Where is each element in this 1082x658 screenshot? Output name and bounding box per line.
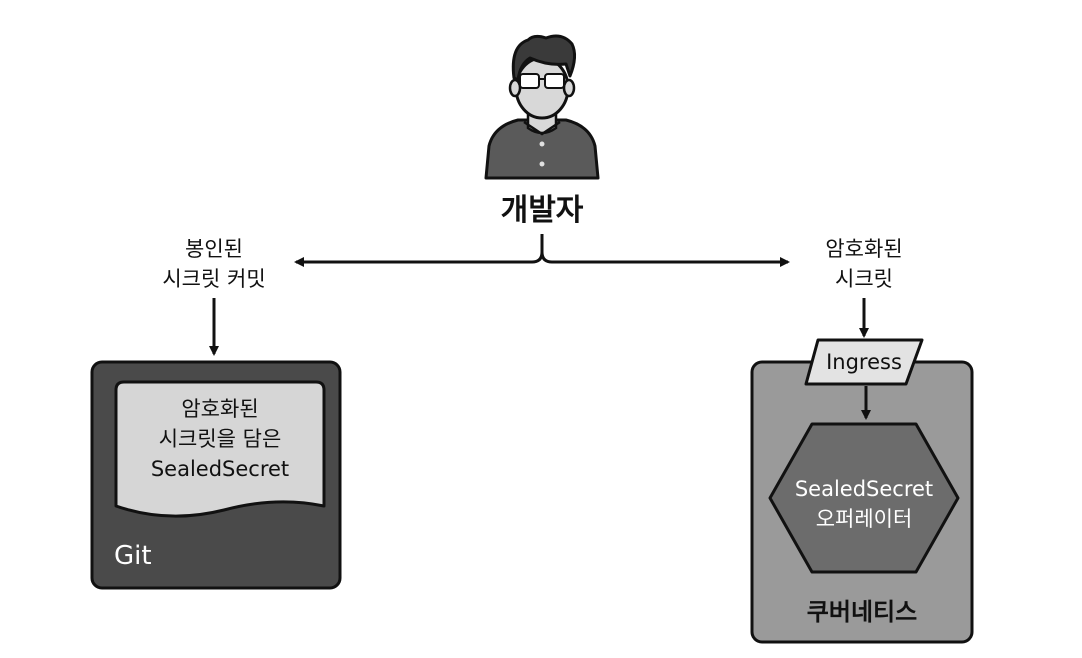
- sealed-secret-document: [114, 380, 326, 518]
- operator-line1: SealedSecret: [795, 477, 933, 501]
- git-label: Git: [114, 541, 152, 571]
- ingress-node: Ingress: [804, 338, 924, 386]
- operator-line2: 오퍼레이터: [816, 507, 913, 531]
- ingress-label: Ingress: [826, 350, 902, 374]
- right-edge-label-line1: 암호화된: [825, 237, 902, 261]
- sealed-secret-operator-node: SealedSecret 오퍼레이터: [768, 422, 960, 574]
- left-edge-label-line1: 봉인된: [185, 237, 243, 261]
- developer-label: 개발자: [501, 193, 584, 228]
- kubernetes-label: 쿠버네티스: [807, 598, 917, 626]
- right-edge-label-line2: 시크릿: [835, 267, 893, 291]
- git-document-line3: SealedSecret: [151, 457, 289, 481]
- split-brace: [294, 234, 790, 267]
- developer-person-icon: [484, 34, 600, 180]
- git-document-line2: 시크릿을 담은: [159, 427, 282, 451]
- left-edge-label-line2: 시크릿 커밋: [162, 267, 265, 291]
- git-document-line1: 암호화된: [181, 397, 258, 421]
- git-box: 암호화된 시크릿을 담은 SealedSecret Git: [90, 360, 342, 590]
